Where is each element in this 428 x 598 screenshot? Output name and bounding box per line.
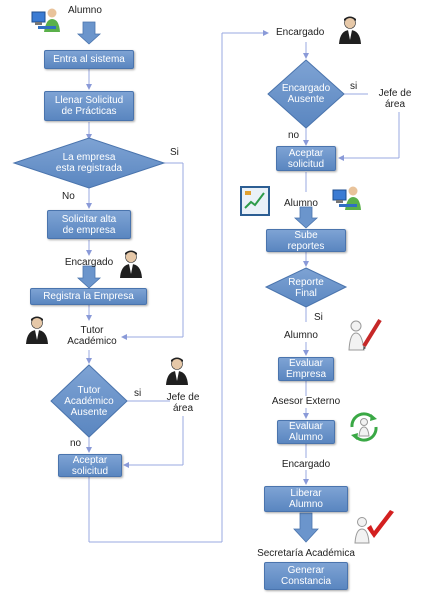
recycle-figure-icon xyxy=(350,412,378,442)
actor-jefe-area-2: Jefe de área xyxy=(378,88,412,110)
student-computer-icon xyxy=(332,186,361,210)
actor-encargado-2: Encargado xyxy=(276,27,325,38)
process-registra-empresa: Registra la Empresa xyxy=(30,288,147,305)
branch-label-si: Si xyxy=(170,147,179,158)
student-computer-icon xyxy=(31,8,60,32)
process-llenar-solicitud: Llenar Solicitud de Prácticas xyxy=(44,91,134,121)
branch-label-si: si xyxy=(350,81,358,92)
branch-label-no: no xyxy=(288,130,300,141)
actor-alumno-3: Alumno xyxy=(284,330,318,341)
decision-empresa-registrada-label: La empresa esta registrada xyxy=(55,152,123,174)
process-label: Aceptar solicitud xyxy=(71,454,109,477)
decision-encargado-ausente xyxy=(267,59,345,129)
decision-tutor-ausente xyxy=(50,364,128,438)
figure-pencil-icon xyxy=(348,318,382,351)
process-generar-constancia: Generar Constancia xyxy=(264,562,348,590)
decision-encargado-ausente-label: Encargado Ausente xyxy=(281,83,331,105)
businessman-icon xyxy=(120,250,142,278)
branch-label-no: No xyxy=(62,191,75,202)
process-label: Evaluar Alumno xyxy=(289,421,323,443)
process-label: Liberar Alumno xyxy=(289,488,323,510)
actor-encargado-3: Encargado xyxy=(281,459,331,470)
actor-encargado-1: Encargado xyxy=(64,257,114,268)
branch-label-no: no xyxy=(70,438,82,449)
process-sube-reportes: Sube reportes xyxy=(266,229,346,252)
branch-label-si: si xyxy=(134,388,142,399)
actor-asesor-externo: Asesor Externo xyxy=(271,396,341,407)
businessman-icon xyxy=(339,16,361,44)
process-entra-sistema: Entra al sistema xyxy=(44,50,134,69)
process-liberar-alumno: Liberar Alumno xyxy=(264,486,348,512)
chart-report-icon xyxy=(240,186,270,216)
actor-secretaria-academica: Secretaría Académica xyxy=(257,548,355,559)
businessman-icon xyxy=(166,357,188,385)
process-solicitar-alta: Solicitar alta de empresa xyxy=(47,210,131,239)
actor-jefe-area-1: Jefe de área xyxy=(166,392,200,414)
process-label: Aceptar solicitud xyxy=(287,147,325,170)
process-label: Llenar Solicitud de Prácticas xyxy=(54,95,124,117)
businessman-icon xyxy=(26,316,48,344)
process-aceptar-solicitud-1: Aceptar solicitud xyxy=(58,454,122,477)
process-evaluar-empresa: Evaluar Empresa xyxy=(278,357,334,381)
process-label: Registra la Empresa xyxy=(43,291,134,302)
branch-label-si: Si xyxy=(314,312,323,323)
process-label: Evaluar Empresa xyxy=(285,358,326,380)
process-aceptar-solicitud-2: Aceptar solicitud xyxy=(276,146,336,171)
process-evaluar-alumno: Evaluar Alumno xyxy=(277,420,335,444)
process-label: Entra al sistema xyxy=(53,54,125,65)
process-label: Sube reportes xyxy=(287,229,325,252)
actor-alumno-1: Alumno xyxy=(68,5,102,16)
red-checkmark-icon xyxy=(354,510,394,544)
decision-reporte-final xyxy=(264,267,348,308)
process-label: Solicitar alta de empresa xyxy=(61,213,117,236)
decision-tutor-ausente-label: Tutor Académico Ausente xyxy=(64,384,114,418)
actor-alumno-2: Alumno xyxy=(284,198,318,209)
decision-empresa-registrada xyxy=(12,137,166,189)
process-label: Generar Constancia xyxy=(280,565,332,587)
decision-reporte-final-label: Reporte Final xyxy=(288,277,324,299)
actor-tutor-academico: Tutor Académico xyxy=(67,325,117,347)
